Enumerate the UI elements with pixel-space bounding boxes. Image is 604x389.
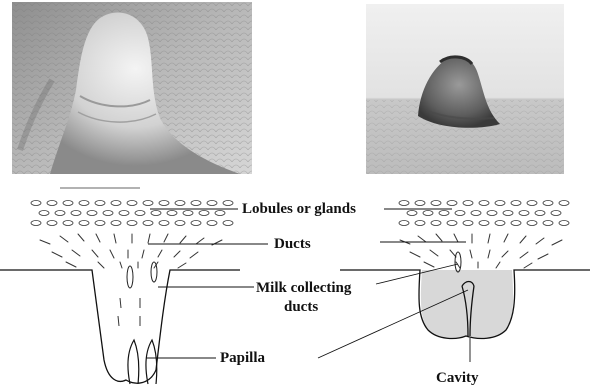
label-milk-collecting-line2: ducts [284,299,318,315]
left-inner-ducts [118,298,140,326]
left-ducts [40,234,222,268]
teat-photo-normal [12,2,252,174]
label-lobules: Lobules or glands [242,201,356,217]
label-ducts: Ducts [274,236,311,252]
right-ducts [400,234,562,268]
teat-photo-retracted [366,4,564,174]
right-lobules [399,201,569,226]
left-lobules [31,201,233,226]
label-milk-collecting-line1: Milk collecting [256,280,352,296]
right-teat-diagram [340,201,590,339]
label-cavity: Cavity [436,370,479,386]
label-papilla: Papilla [220,350,266,366]
left-teat-diagram [0,201,240,385]
